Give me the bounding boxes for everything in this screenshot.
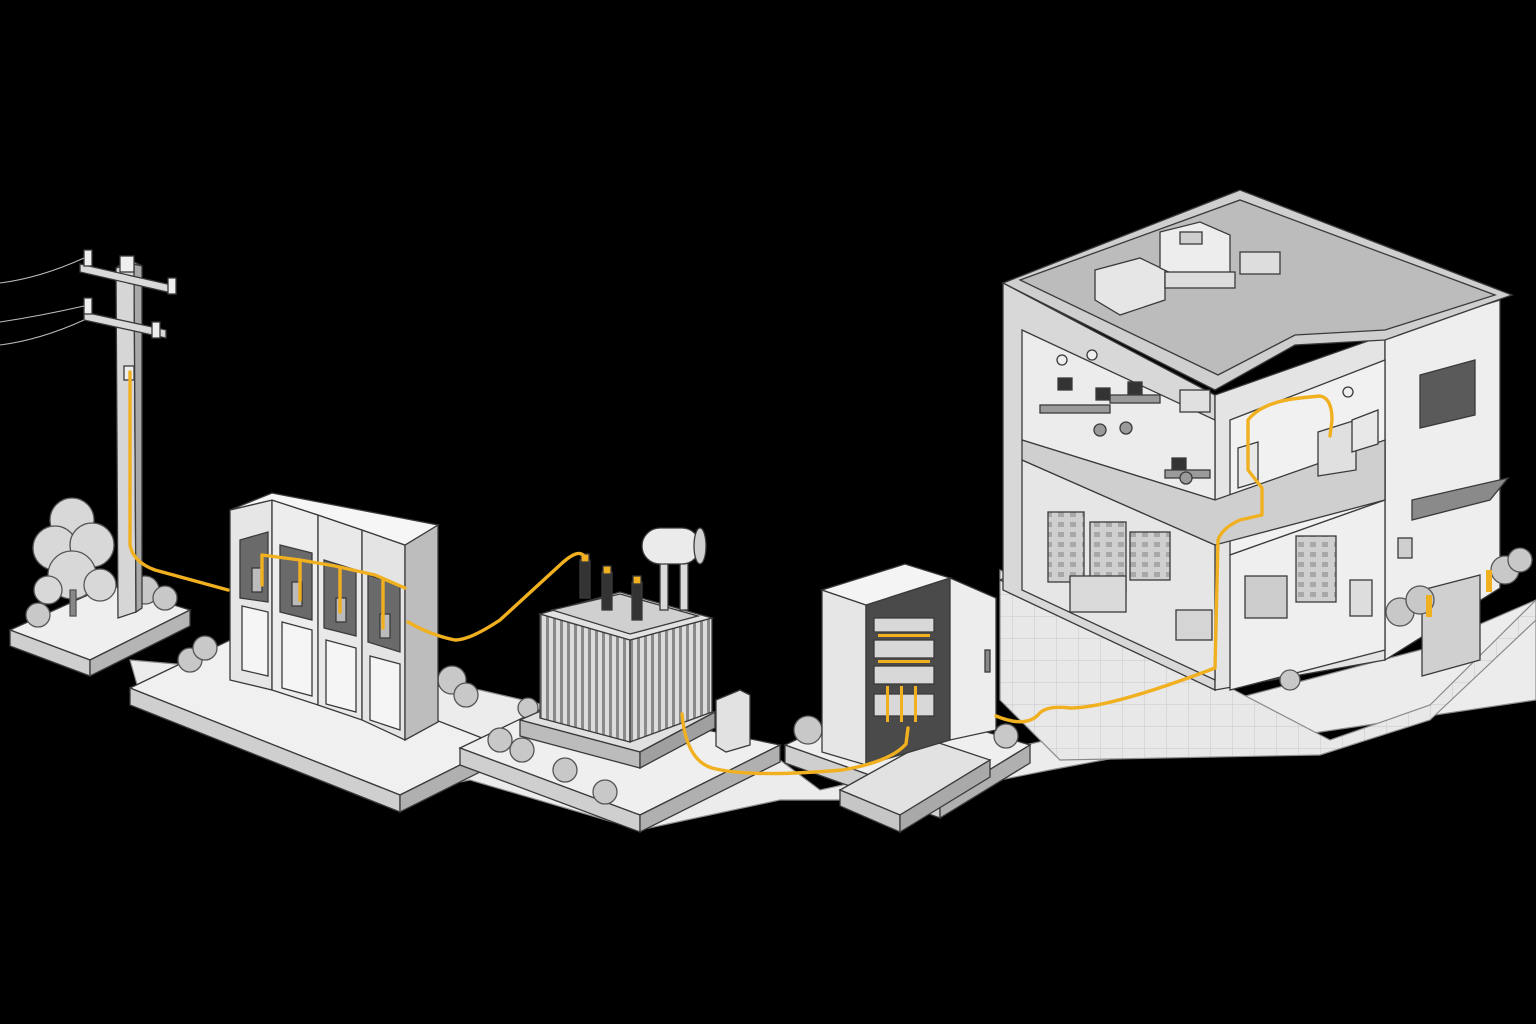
bay-door: [241, 605, 269, 677]
ceiling-lamp: [1342, 386, 1354, 398]
shrubs-switchgear: [177, 635, 479, 708]
tree-left: [32, 497, 117, 617]
office-furniture: [1039, 377, 1211, 485]
conservator-post: [659, 559, 669, 611]
cabinet-busbars: [878, 634, 930, 722]
awning: [1411, 476, 1510, 521]
insulator: [83, 249, 93, 267]
cable-transformer-to-cabinet: [680, 712, 910, 776]
rooftop-hvac: [1094, 221, 1281, 316]
bay-door: [369, 655, 401, 731]
building: [998, 189, 1533, 692]
utility-pole: [0, 249, 192, 678]
power-line: [0, 257, 85, 284]
window: [1419, 359, 1476, 429]
shrubs-transformer: [487, 697, 618, 805]
transformer: [458, 527, 782, 834]
control-box: [715, 689, 751, 753]
shrubs-cabinet: [793, 715, 1019, 749]
power-line: [0, 305, 85, 323]
crossarm-lower: [83, 311, 167, 339]
conservator-post: [679, 559, 689, 611]
ceiling-lamp: [1056, 354, 1068, 366]
cable-switchgear-to-transformer: [406, 551, 586, 642]
bollard: [1486, 570, 1492, 592]
warehouse-shelving: [1047, 511, 1373, 641]
insulator: [151, 321, 161, 339]
cabinet-side: [821, 589, 867, 766]
floor-slab: [1021, 439, 1386, 546]
insulator: [83, 297, 93, 315]
switchgear: [128, 492, 502, 814]
power-cable: [128, 370, 1334, 776]
ceiling-lamp: [1086, 349, 1098, 361]
cable-pole-to-switchgear: [128, 370, 230, 592]
bay-door: [325, 639, 357, 713]
hvac-unit: [1317, 419, 1357, 477]
cabinet-door: [949, 577, 997, 741]
bollard: [1426, 595, 1432, 617]
cable-switchgear-bus: [260, 553, 407, 630]
conservator-tank: [641, 527, 701, 565]
cable-cabinet-to-building: [994, 394, 1334, 724]
distribution-cabinet: [783, 563, 1032, 834]
bushing-caps: [580, 553, 642, 585]
insulator: [167, 277, 177, 295]
garage-door: [1421, 574, 1481, 677]
power-line: [0, 319, 85, 346]
bay-door: [281, 621, 313, 697]
